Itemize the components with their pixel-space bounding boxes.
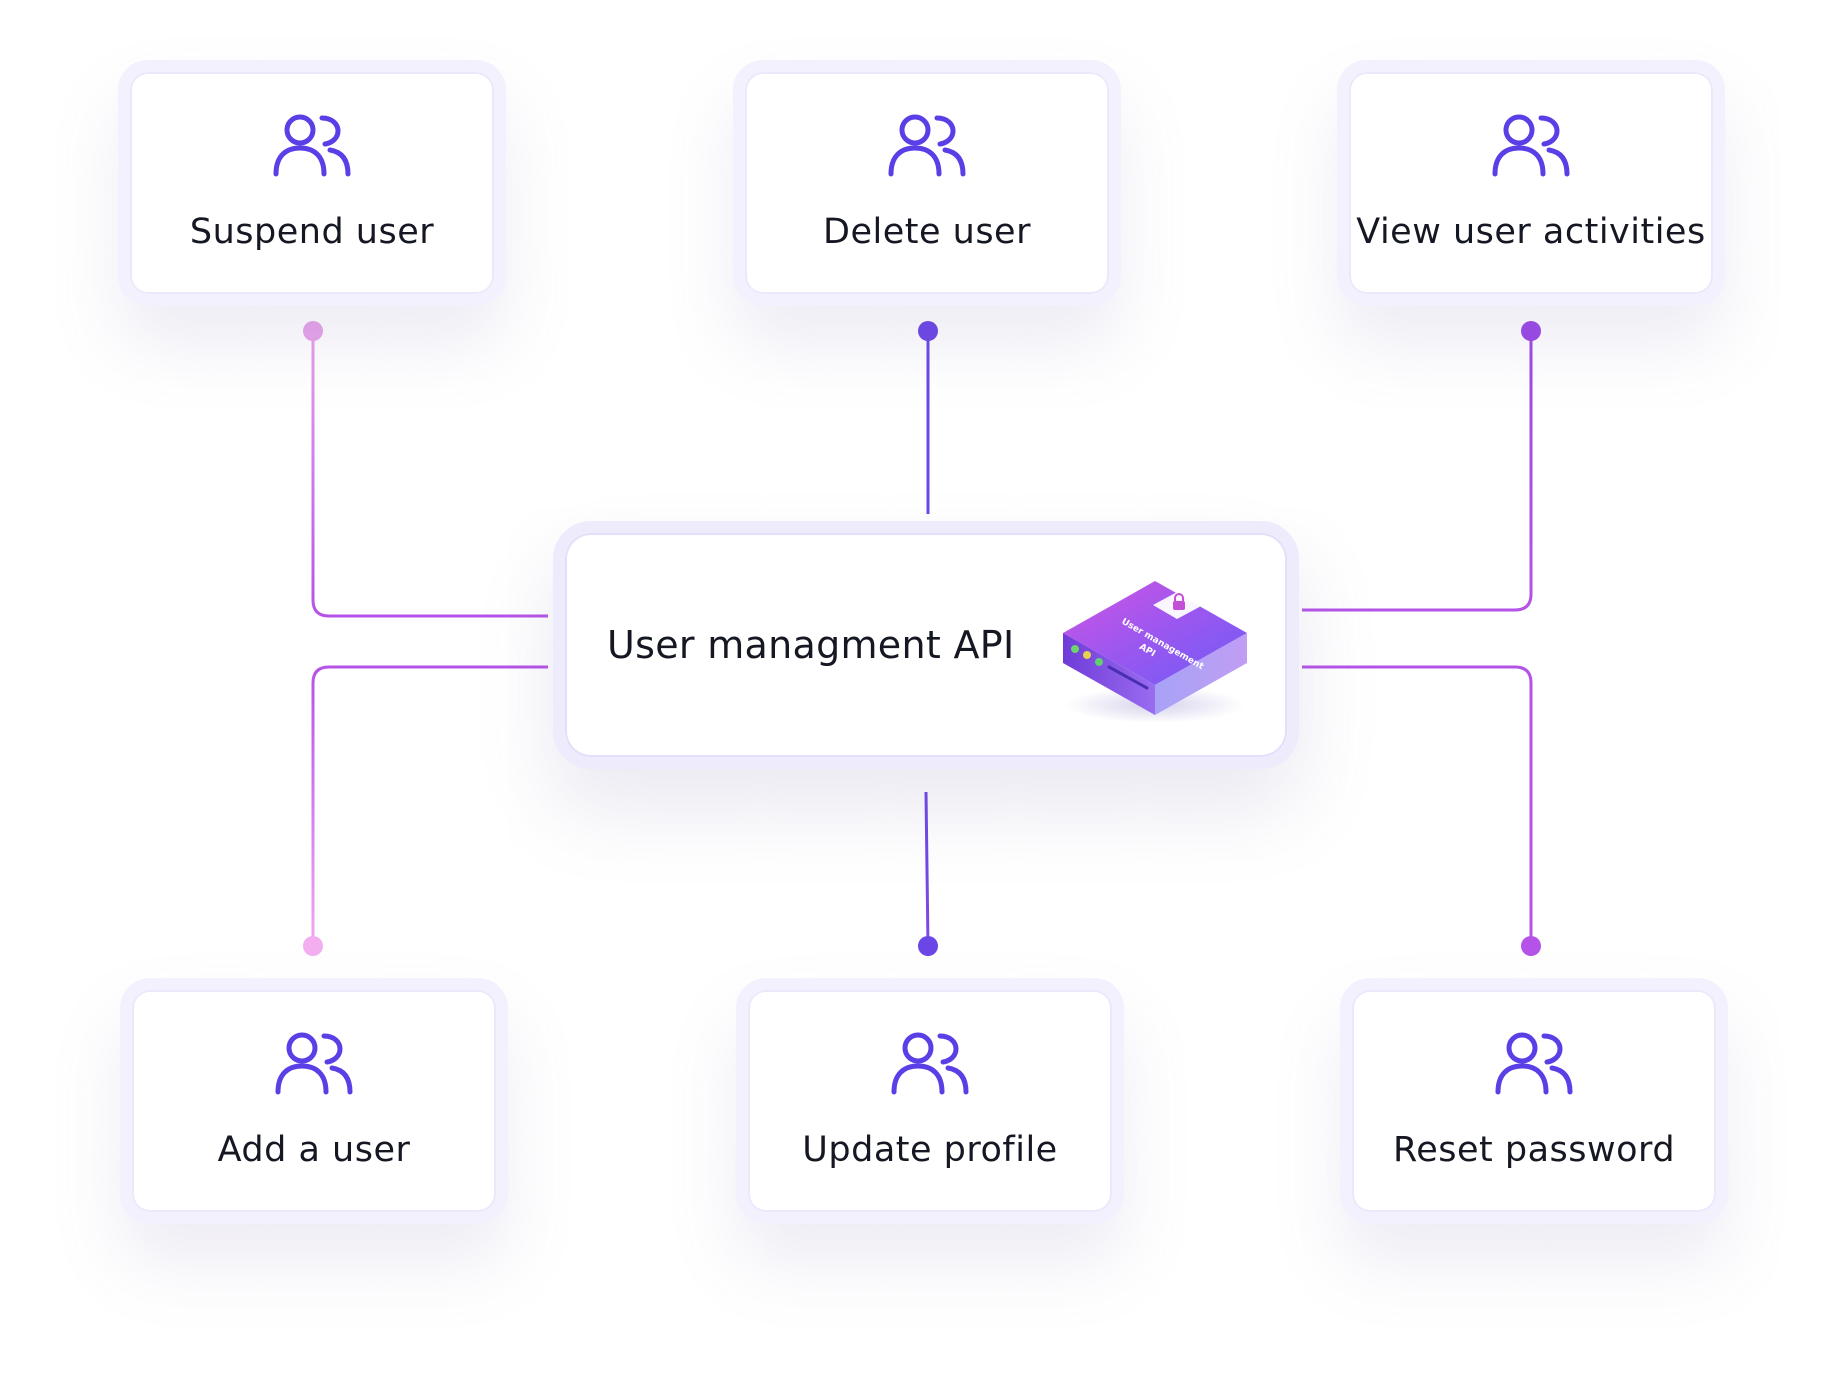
connector-dot-add (303, 936, 323, 956)
connector-reset (1302, 665, 1533, 946)
users-icon (891, 1032, 969, 1095)
users-icon (888, 114, 966, 177)
card-label: Add a user (217, 1130, 411, 1170)
connector-view (1302, 332, 1533, 612)
users-icon (1495, 1032, 1573, 1095)
server-illustration: User management API (1063, 581, 1247, 723)
connector-dot-reset (1521, 936, 1541, 956)
connector-dot-view (1521, 321, 1541, 341)
hub-title: User managment API (607, 623, 1015, 667)
connector-add (311, 665, 548, 946)
padlock-icon (1173, 593, 1185, 610)
card-add-a-user[interactable]: Add a user (120, 978, 508, 1224)
connector-update (924, 791, 930, 947)
card-reset-password[interactable]: Reset password (1340, 978, 1728, 1224)
card-label: Reset password (1392, 1130, 1676, 1170)
card-suspend-user[interactable]: Suspend user (118, 60, 506, 306)
card-view-user-activities[interactable]: View user activities (1337, 60, 1725, 306)
hub-card-user-management-api[interactable]: User managment API (553, 521, 1299, 769)
users-icon (1492, 114, 1570, 177)
connector-dot-delete (918, 321, 938, 341)
connector-suspend (311, 332, 548, 618)
connector-dot-suspend (303, 321, 323, 341)
card-label: Delete user (823, 212, 1031, 252)
connector-dot-update (918, 936, 938, 956)
card-delete-user[interactable]: Delete user (733, 60, 1121, 306)
users-icon (275, 1032, 353, 1095)
card-label: View user activities (1356, 212, 1706, 252)
card-update-profile[interactable]: Update profile (736, 978, 1124, 1224)
users-icon (273, 114, 351, 177)
card-label: Update profile (802, 1130, 1058, 1170)
card-label: Suspend user (189, 212, 435, 252)
